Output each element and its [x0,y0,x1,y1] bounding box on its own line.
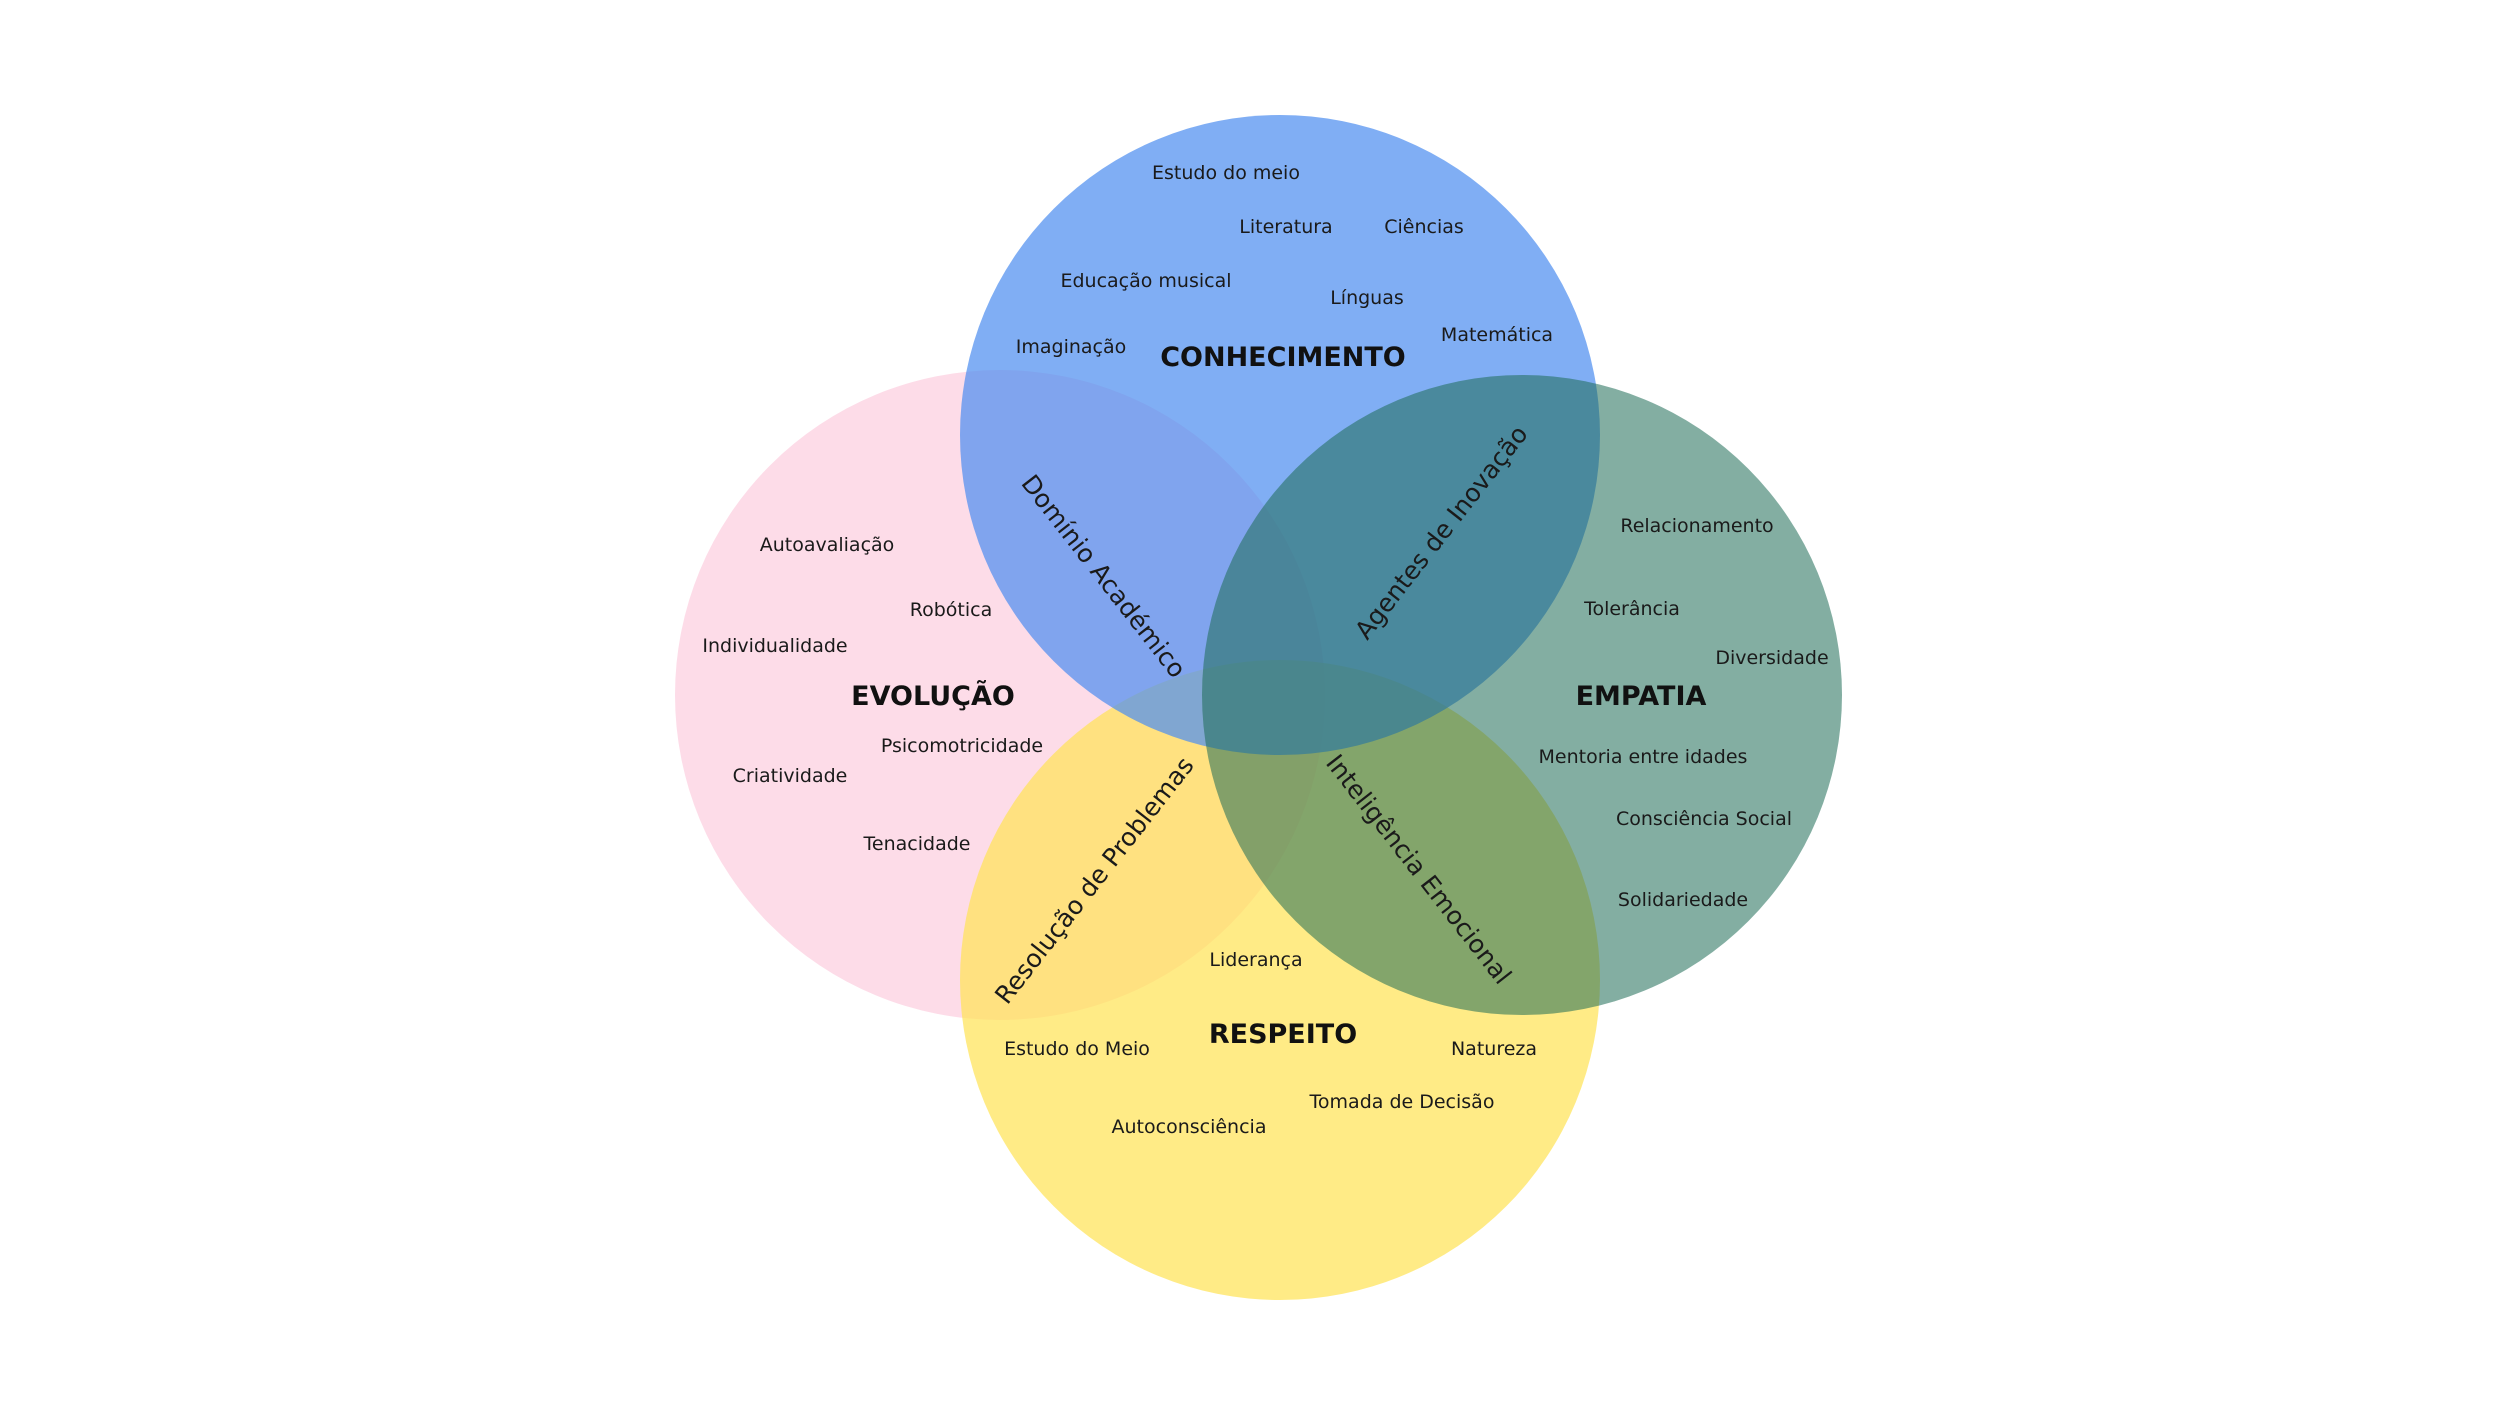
term-item: Individualidade [702,635,847,657]
term-item: Solidariedade [1618,889,1748,911]
term-item: Mentoria entre idades [1539,746,1748,768]
term-item: Tenacidade [863,833,971,855]
term-item: Relacionamento [1620,515,1773,537]
term-item: Literatura [1239,216,1332,238]
title-evolucao: EVOLUÇÃO [851,680,1015,712]
term-item: Diversidade [1715,647,1828,669]
term-item: Línguas [1330,287,1404,309]
term-item: Educação musical [1060,270,1231,292]
title-conhecimento: CONHECIMENTO [1160,342,1406,373]
term-item: Imaginação [1016,336,1127,358]
title-empatia: EMPATIA [1576,681,1707,712]
term-item: Liderança [1209,949,1302,971]
term-item: Consciência Social [1616,808,1792,830]
term-item: Psicomotricidade [881,735,1043,757]
term-item: Autoconsciência [1112,1116,1267,1138]
circle-empatia [1202,375,1842,1015]
term-item: Criatividade [733,765,848,787]
term-item: Natureza [1451,1038,1537,1060]
term-item: Estudo do meio [1152,162,1300,184]
term-item: Tomada de Decisão [1309,1091,1495,1113]
term-item: Ciências [1384,216,1464,238]
title-respeito: RESPEITO [1209,1019,1357,1050]
term-item: Tolerância [1583,598,1680,620]
term-item: Matemática [1441,324,1553,346]
term-item: Robótica [910,599,992,621]
term-item: Autoavaliação [760,534,895,556]
term-item: Estudo do Meio [1004,1038,1150,1060]
